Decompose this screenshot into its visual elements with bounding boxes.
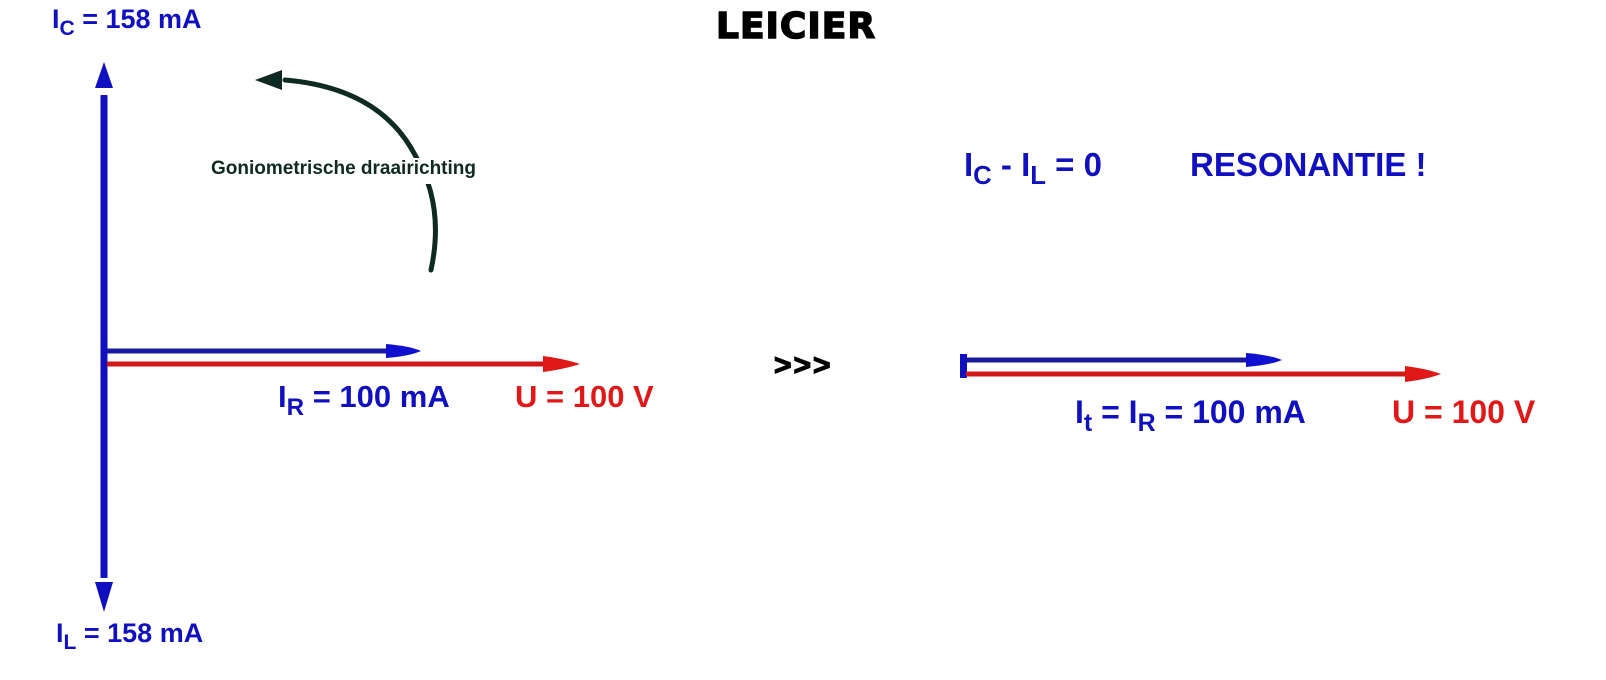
ic-arrowhead <box>95 62 113 88</box>
il-value: = 158 mA <box>76 618 204 648</box>
il-symbol: I <box>56 618 64 648</box>
ir-right-symbol: I <box>1128 394 1138 430</box>
rotation-arc <box>282 77 438 273</box>
ir-symbol: I <box>278 379 287 414</box>
u-right-arrowhead <box>1405 366 1441 382</box>
it-value: = 100 mA <box>1155 394 1306 430</box>
resonance-equation: IC - IL = 0 <box>964 146 1102 189</box>
rotation-arrowhead-icon <box>255 70 282 90</box>
u-label-left: U = 100 V <box>515 379 654 414</box>
it-mid: = <box>1092 394 1129 430</box>
origin-marker <box>960 354 967 378</box>
res-ic-symbol: I <box>964 146 974 183</box>
il-arrowhead <box>95 582 113 612</box>
resonance-label: RESONANTIE ! <box>1190 146 1427 183</box>
ir-label: IR = 100 mA <box>278 379 450 419</box>
u-label-right: U = 100 V <box>1392 394 1536 430</box>
ic-symbol: I <box>52 4 60 34</box>
ic-value: = 158 mA <box>74 4 202 34</box>
it-label: It = IR = 100 mA <box>1075 394 1306 435</box>
ir-value: = 100 mA <box>304 379 450 414</box>
ir-subscript: R <box>286 393 305 421</box>
it-subscript: t <box>1083 408 1093 437</box>
res-il-subscript: L <box>1030 162 1046 191</box>
rotation-label: Goniometrische draairichting <box>211 158 476 179</box>
ic-label: IC = 158 mA <box>52 4 202 39</box>
it-symbol: I <box>1075 394 1084 430</box>
res-il-symbol: I <box>1021 146 1031 183</box>
ir-arrowhead <box>386 344 421 358</box>
it-arrowhead <box>1246 353 1282 367</box>
il-subscript: L <box>63 630 77 654</box>
ic-subscript: C <box>59 16 75 40</box>
diagram-title: LEICIER <box>715 6 877 47</box>
res-equals: = 0 <box>1046 146 1102 183</box>
res-ic-subscript: C <box>973 162 992 191</box>
ir-right-subscript: R <box>1137 408 1156 437</box>
u-arrowhead <box>543 356 580 372</box>
il-label: IL = 158 mA <box>56 618 204 653</box>
res-minus: - <box>991 146 1022 183</box>
transition-chevrons: >>> <box>773 349 833 382</box>
